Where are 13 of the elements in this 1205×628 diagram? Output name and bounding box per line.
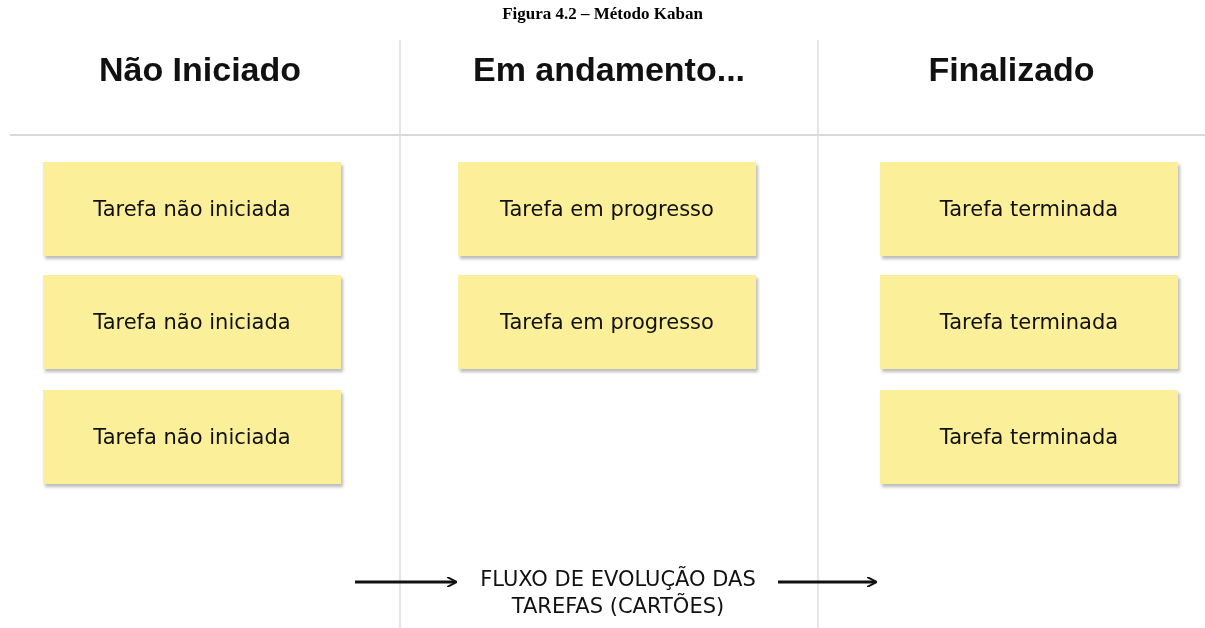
column-heading: Não Iniciado xyxy=(97,50,303,89)
task-card: Tarefa não iniciada xyxy=(43,390,341,484)
column-heading: Finalizado xyxy=(927,50,1096,89)
task-card: Tarefa em progresso xyxy=(458,162,756,256)
flow-caption: FLUXO DE EVOLUÇÃO DAS TAREFAS (CARTÕES) xyxy=(479,566,757,620)
figure-title: Figura 4.2 – Método Kaban xyxy=(501,4,704,24)
task-card: Tarefa terminada xyxy=(880,162,1178,256)
column-heading: Em andamento... xyxy=(471,50,747,89)
task-card: Tarefa terminada xyxy=(880,390,1178,484)
task-card: Tarefa terminada xyxy=(880,275,1178,369)
task-card: Tarefa em progresso xyxy=(458,275,756,369)
task-card: Tarefa não iniciada xyxy=(43,275,341,369)
task-card: Tarefa não iniciada xyxy=(43,162,341,256)
